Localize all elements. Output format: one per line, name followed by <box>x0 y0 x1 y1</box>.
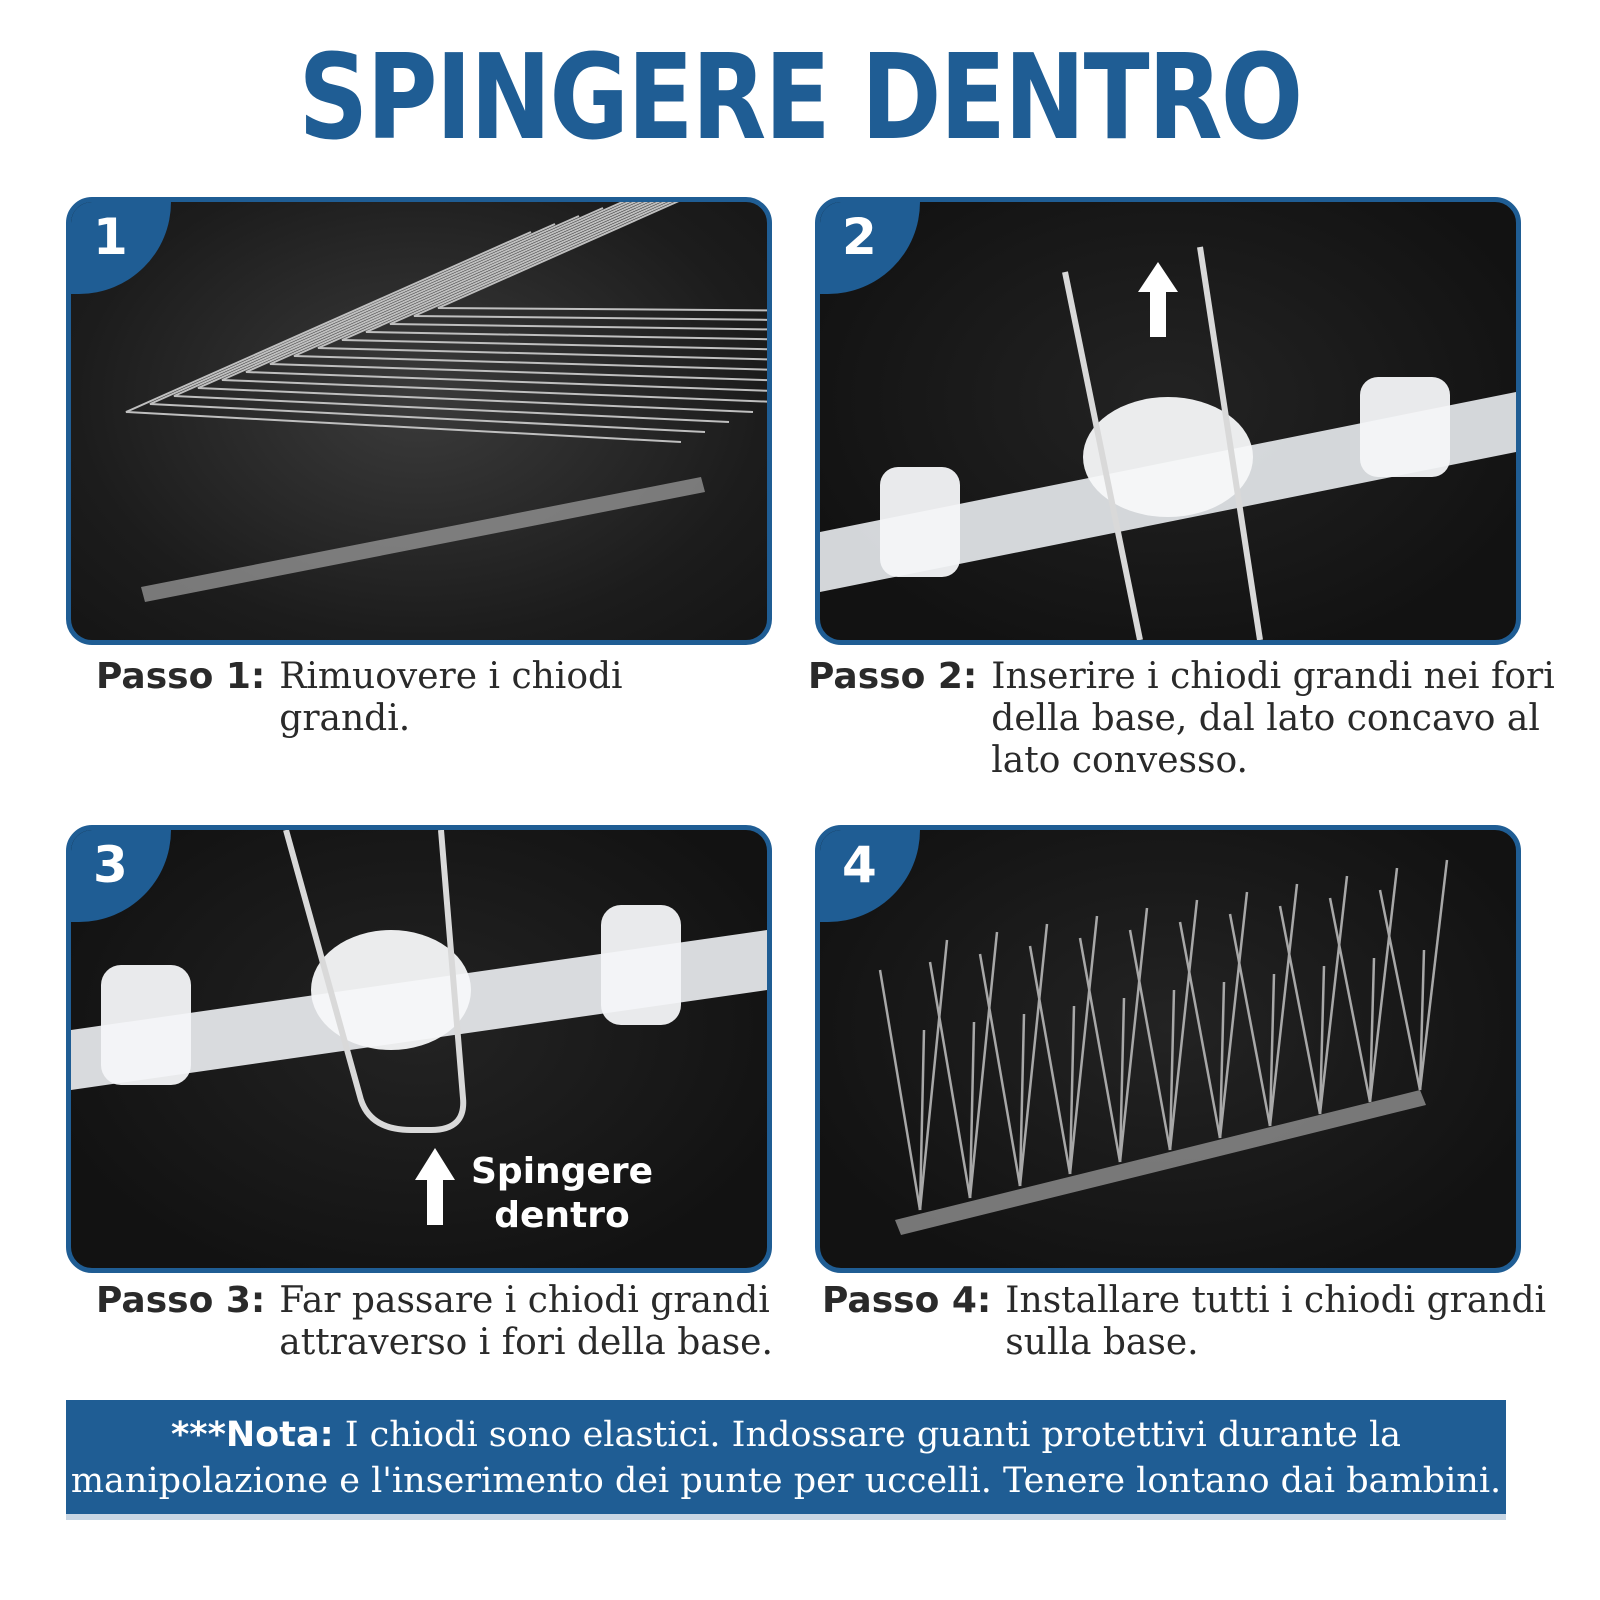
step-text: Installare tutti i chiodi grandi sulla b… <box>1005 1280 1547 1363</box>
push-through-illustration <box>71 830 767 1225</box>
page-title: SPINGERE DENTRO <box>298 28 1304 166</box>
step-label: Passo 4: <box>822 1280 992 1321</box>
step-label: Passo 2: <box>808 656 978 697</box>
step-3-caption: Passo 3: Far passare i chiodi grandi att… <box>96 1280 776 1364</box>
step-label: Passo 1: <box>96 656 266 697</box>
arrow-up-icon <box>1138 262 1178 337</box>
step-2-image: 2 <box>815 197 1521 645</box>
step-1-caption: Passo 1: Rimuovere i chiodi grandi. <box>96 656 756 740</box>
step-2-caption: Passo 2: Inserire i chiodi grandi nei fo… <box>808 656 1558 782</box>
safety-note: ***Nota: I chiodi sono elastici. Indossa… <box>66 1400 1506 1520</box>
note-text: I chiodi sono elastici. Indossare guanti… <box>70 1415 1502 1501</box>
spikes-removed-illustration <box>125 202 767 602</box>
step-4-caption: Passo 4: Installare tutti i chiodi grand… <box>822 1280 1562 1364</box>
step-badge: 1 <box>71 202 171 294</box>
installed-spikes-illustration <box>878 859 1449 1235</box>
insert-spike-illustration <box>820 246 1516 640</box>
push-label: Spingere dentro <box>471 1151 654 1236</box>
note-prefix: ***Nota: <box>170 1415 334 1455</box>
step-text: Inserire i chiodi grandi nei fori della … <box>991 656 1555 781</box>
step-1-image: 1 <box>66 197 772 645</box>
step-text: Far passare i chiodi grandi attraverso i… <box>279 1280 773 1363</box>
step-4-image: 4 <box>815 825 1521 1273</box>
arrow-up-icon <box>415 1148 455 1225</box>
step-label: Passo 3: <box>96 1280 266 1321</box>
step-badge: 3 <box>71 830 171 922</box>
step-3-image: Spingere dentro 3 <box>66 825 772 1273</box>
step-text: Rimuovere i chiodi grandi. <box>279 656 623 739</box>
